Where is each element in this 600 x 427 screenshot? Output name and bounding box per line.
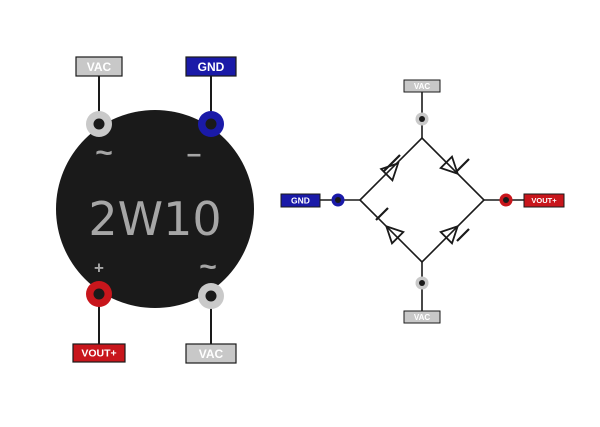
label-gnd: GND — [185, 56, 237, 77]
plus-symbol: + — [94, 259, 104, 278]
package-view: ~ – + ~ 2W10 VAC GND — [56, 56, 254, 364]
diode-lower-left — [375, 207, 405, 245]
svg-text:VAC: VAC — [87, 60, 112, 74]
svg-text:VOUT+: VOUT+ — [81, 348, 116, 360]
terminal-vac-bottom — [415, 276, 429, 290]
diode-upper-right — [439, 155, 470, 176]
schematic-label-vac-top: VAC — [403, 79, 441, 93]
terminal-gnd — [331, 193, 345, 207]
svg-text:VAC: VAC — [414, 313, 431, 322]
bridge-diamond — [359, 136, 486, 264]
svg-text:GND: GND — [291, 196, 310, 206]
label-vac-bottom: VAC — [185, 343, 237, 364]
minus-symbol: – — [187, 138, 201, 168]
diode-upper-left — [379, 154, 401, 182]
pad-gnd — [198, 111, 224, 137]
terminal-vac-top — [415, 112, 429, 126]
schematic-label-vac-bottom: VAC — [403, 310, 441, 324]
package-body — [56, 110, 254, 308]
schematic-label-gnd: GND — [280, 193, 321, 208]
pad-vac-bottom — [198, 283, 224, 309]
ac-symbol-top: ~ — [95, 137, 113, 170]
label-vout: VOUT+ — [72, 343, 126, 363]
schematic-label-vout: VOUT+ — [523, 193, 565, 208]
pad-vout — [86, 281, 112, 307]
diode-lower-right — [439, 224, 470, 245]
svg-text:VAC: VAC — [414, 82, 431, 91]
ac-symbol-bottom: ~ — [199, 251, 217, 284]
svg-text:GND: GND — [198, 60, 225, 74]
terminal-vout — [499, 193, 513, 207]
pad-vac-top — [86, 111, 112, 137]
schematic-view: VAC GND VOUT+ VAC — [280, 79, 565, 324]
svg-text:VAC: VAC — [199, 347, 224, 361]
part-number: 2W10 — [88, 192, 221, 246]
label-vac-top: VAC — [75, 56, 123, 77]
svg-text:VOUT+: VOUT+ — [531, 196, 557, 205]
